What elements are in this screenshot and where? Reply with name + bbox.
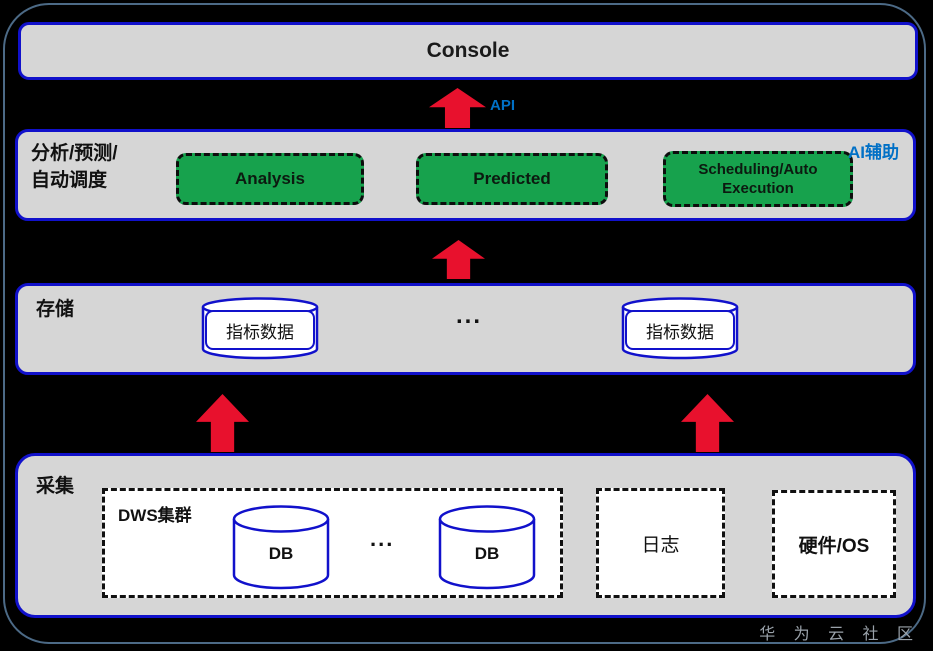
watermark: 华 为 云 社 区 [759,626,920,643]
ellipsis: ... [370,526,395,551]
db-label: DB [474,544,500,564]
db-cylinder: DB [232,505,330,590]
storage-layer: 存储 指标数据 ... 指标数据 [15,283,916,375]
db-cylinder-icon [438,505,536,590]
analysis-layer: 分析/预测/ 自动调度 Analysis Predicted Schedulin… [15,129,916,221]
outer-frame [3,3,926,644]
collection-layer: 采集 DWS集群 DB ... DB 日志 硬件/OS [15,453,916,618]
analysis-box: Analysis [176,153,364,205]
console-title: Console [426,39,510,62]
db-label: DB [268,544,294,564]
ellipsis: ... [456,302,483,329]
console-layer: Console [18,22,918,80]
predicted-box: Predicted [416,153,608,205]
analysis-layer-title: 分析/预测/ 自动调度 [31,140,118,194]
db-cylinder-icon [232,505,330,590]
logs-box: 日志 [596,488,725,598]
storage-layer-title: 存储 [36,299,75,320]
db-cylinder: DB [438,505,536,590]
dws-cluster-box: DWS集群 DB ... DB [102,488,563,598]
collection-layer-title: 采集 [36,476,75,497]
ai-assist-badge: AI辅助 [848,143,899,162]
analysis-layer-title-line2: 自动调度 [31,170,108,191]
hardware-os-box: 硬件/OS [772,490,896,598]
metric-data-label: 指标数据 [625,310,735,350]
metric-data-label: 指标数据 [205,310,315,350]
analysis-layer-title-line1: 分析/预测/ [31,143,118,164]
api-label: API [490,97,516,114]
metric-data-cylinder: 指标数据 [201,296,319,362]
scheduling-box: Scheduling/Auto Execution [663,151,853,207]
dws-cluster-label: DWS集群 [118,506,192,525]
metric-data-cylinder: 指标数据 [621,296,739,362]
